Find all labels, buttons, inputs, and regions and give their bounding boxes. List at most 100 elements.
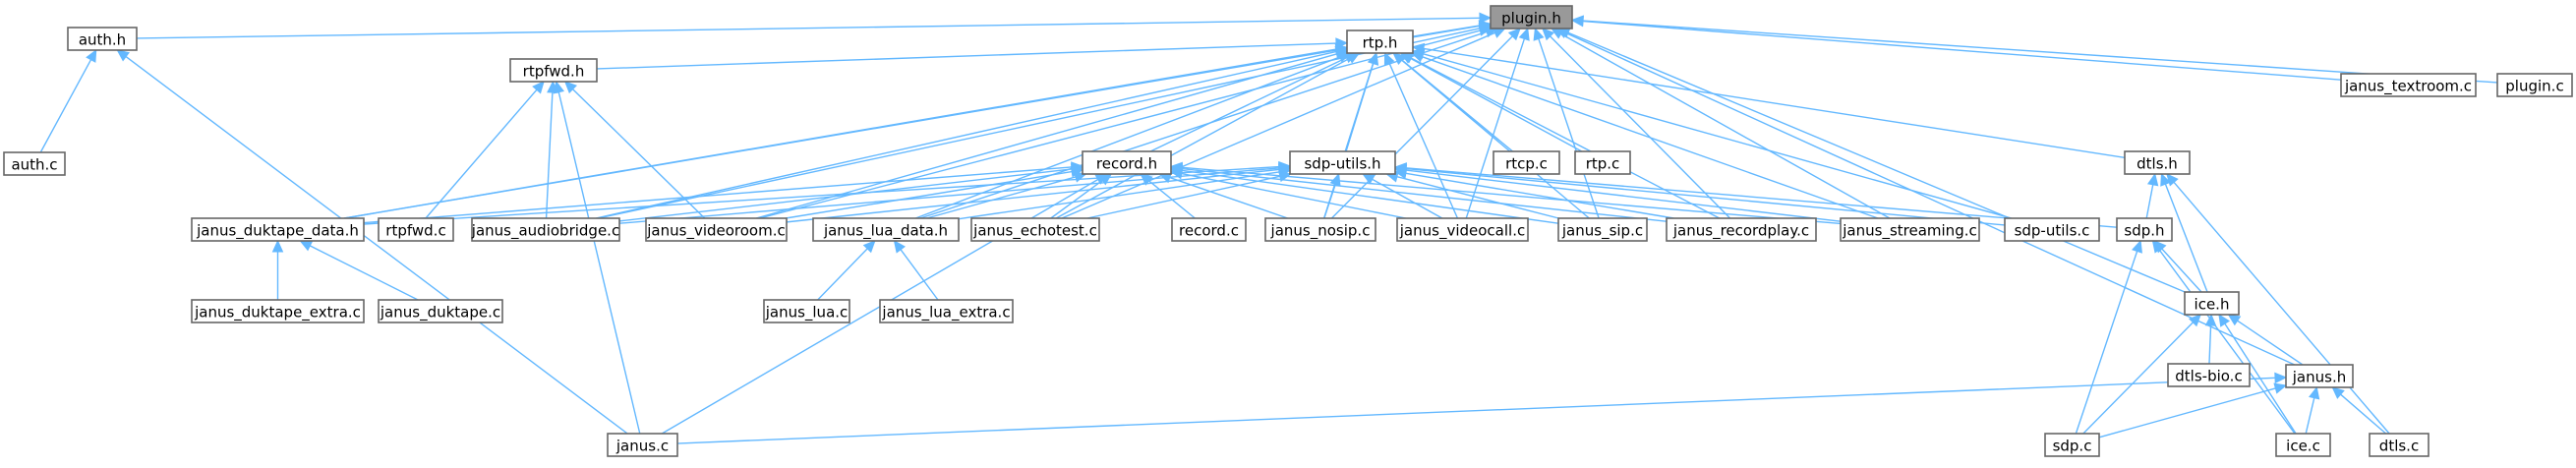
node-label: rtpfwd.h [523,63,585,81]
node-box[interactable] [1264,217,1376,242]
node-ice-h[interactable]: ice.h [2184,291,2240,316]
node-janus-recordplay-c[interactable]: janus_recordplay.c [1666,217,1817,242]
node-box[interactable] [2124,150,2191,175]
node-box[interactable] [970,217,1100,242]
node-label: janus_echotest.c [972,222,1097,241]
node-box[interactable] [2004,217,2100,242]
node-box[interactable] [2340,73,2477,97]
node-rtcp-c[interactable]: rtcp.c [1493,150,1560,175]
node-sdp-utils-c[interactable]: sdp-utils.c [2004,217,2100,242]
node-box[interactable] [2116,217,2173,242]
node-box[interactable] [1490,5,1573,29]
node-box[interactable] [2044,433,2100,457]
node-box[interactable] [879,299,1014,323]
node-janus-c[interactable]: janus.c [607,433,678,457]
node-plugin-h[interactable]: plugin.h [1490,5,1573,29]
node-janus-echotest-c[interactable]: janus_echotest.c [970,217,1100,242]
node-janus-videoroom-c[interactable]: janus_videoroom.c [645,217,788,242]
node-box[interactable] [509,58,598,83]
node-box[interactable] [191,299,365,323]
node-box[interactable] [2184,291,2240,316]
node-label: janus_nosip.c [1270,222,1371,241]
node-box[interactable] [2275,433,2331,457]
node-label: janus_sip.c [1561,222,1643,241]
node-box[interactable] [1289,150,1396,175]
node-auth-c[interactable]: auth.c [3,151,66,176]
edge-janus-videoroom-c-to-plugin-h [759,25,1493,219]
node-janus-duktape-extra-c[interactable]: janus_duktape_extra.c [191,299,365,323]
edge-janus-lua-extra-c-to-janus-lua-data-h [893,240,939,301]
nodes-layer: plugin.h auth.h auth.c rtp.h janus_textroom.… [3,5,2573,457]
node-plugin-c[interactable]: plugin.c [2496,73,2573,97]
node-box[interactable] [1666,217,1817,242]
node-box[interactable] [1493,150,1560,175]
node-janus-streaming-c[interactable]: janus_streaming.c [1840,217,1980,242]
node-box[interactable] [3,151,66,176]
edge-janus-duktape-data-h-to-record-h [363,161,1084,224]
edge-janus-c-to-janus-h [676,372,2288,444]
node-record-h[interactable]: record.h [1082,150,1172,175]
node-box[interactable] [378,299,503,323]
node-record-c[interactable]: record.c [1171,217,1247,242]
node-box[interactable] [1557,217,1648,242]
node-box[interactable] [2285,364,2354,388]
node-rtpfwd-c[interactable]: rtpfwd.c [378,217,454,242]
node-box[interactable] [2369,433,2430,457]
node-box[interactable] [1171,217,1247,242]
node-ice-c[interactable]: ice.c [2275,433,2331,457]
edge-rtpfwd-c-to-rtpfwd-h [425,81,545,219]
node-janus-duktape-c[interactable]: janus_duktape.c [378,299,503,323]
node-janus-lua-extra-c[interactable]: janus_lua_extra.c [879,299,1014,323]
node-box[interactable] [1574,150,1631,175]
node-janus-duktape-data-h[interactable]: janus_duktape_data.h [191,217,365,242]
node-rtp-c[interactable]: rtp.c [1574,150,1631,175]
node-rtpfwd-h[interactable]: rtpfwd.h [509,58,598,83]
node-sdp-h[interactable]: sdp.h [2116,217,2173,242]
node-janus-videocall-c[interactable]: janus_videocall.c [1396,217,1529,242]
node-label: janus_streaming.c [1842,222,1976,241]
edge-janus-sip-c-to-rtp-h [1392,52,1590,219]
node-janus-nosip-c[interactable]: janus_nosip.c [1264,217,1376,242]
edge-sdp-utils-c-to-rtp-h [1411,48,2013,219]
node-label: ice.c [2286,438,2320,455]
node-box[interactable] [67,27,138,51]
node-janus-audiobridge-c[interactable]: janus_audiobridge.c [471,217,620,242]
node-box[interactable] [1082,150,1172,175]
node-janus-lua-c[interactable]: janus_lua.c [763,299,850,323]
node-box[interactable] [1346,29,1414,54]
node-label: sdp.h [2124,222,2164,240]
node-dtls-h[interactable]: dtls.h [2124,150,2191,175]
node-box[interactable] [1840,217,1980,242]
node-janus-h[interactable]: janus.h [2285,364,2354,388]
edge-janus-videocall-c-to-plugin-h [1465,27,1530,219]
node-box[interactable] [812,217,960,242]
node-box[interactable] [378,217,454,242]
node-dtls-bio-c[interactable]: dtls-bio.c [2167,363,2251,387]
node-box[interactable] [471,217,620,242]
node-janus-sip-c[interactable]: janus_sip.c [1557,217,1648,242]
node-box[interactable] [2496,73,2573,97]
node-box[interactable] [645,217,788,242]
node-auth-h[interactable]: auth.h [67,27,138,51]
edge-dtls-c-to-janus-h [2331,386,2387,435]
node-label: ice.h [2195,296,2230,314]
node-janus-textroom-c[interactable]: janus_textroom.c [2340,73,2477,97]
edge-ice-h-to-dtls-h [2160,172,2208,293]
edge-janus-streaming-c-to-record-h [1169,161,1842,225]
node-label: janus_duktape.c [380,304,500,322]
node-janus-lua-data-h[interactable]: janus_lua_data.h [812,217,960,242]
node-box[interactable] [191,217,365,242]
node-sdp-utils-h[interactable]: sdp-utils.h [1289,150,1396,175]
node-box[interactable] [607,433,678,457]
node-dtls-c[interactable]: dtls.c [2369,433,2430,457]
node-label: rtcp.c [1505,155,1548,173]
edge-dtls-bio-c-to-ice-h [2204,313,2217,365]
node-rtp-h[interactable]: rtp.h [1346,29,1414,54]
node-sdp-c[interactable]: sdp.c [2044,433,2100,457]
node-box[interactable] [2167,363,2251,387]
edge-janus-h-to-ice-h [2227,314,2304,366]
node-box[interactable] [1396,217,1529,242]
node-box[interactable] [763,299,850,323]
node-label: plugin.h [1501,10,1561,28]
